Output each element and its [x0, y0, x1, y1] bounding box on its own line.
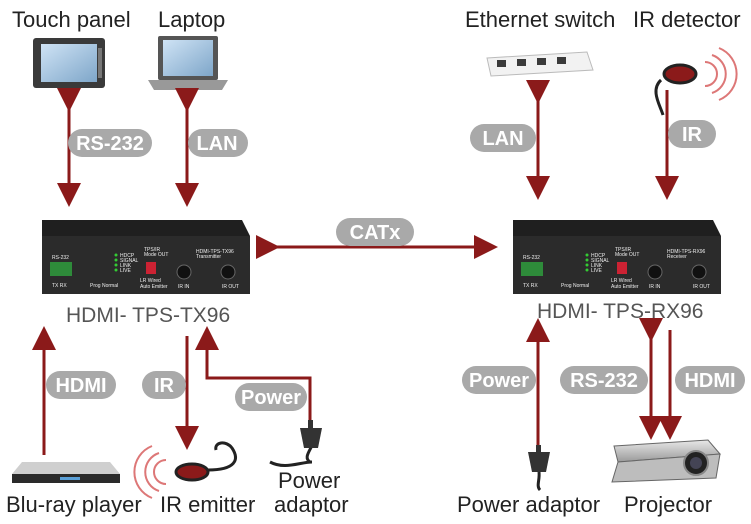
bluray-player-icon [12, 462, 120, 483]
ir-rx-tag: IR [668, 120, 716, 148]
svg-text:CATx: CATx [350, 222, 401, 244]
power-adaptor-rx-icon [528, 445, 550, 492]
power-adaptor-tx-label-line1: Power [278, 468, 340, 493]
svg-text:Receiver: Receiver [667, 254, 687, 260]
svg-text:LINK: LINK [120, 263, 132, 269]
svg-text:LR Wired: LR Wired [140, 278, 161, 284]
transmitter-label: HDMI- TPS-TX96 [66, 304, 230, 327]
svg-text:TX RX: TX RX [52, 283, 67, 289]
svg-text:Power: Power [469, 370, 529, 392]
svg-text:LAN: LAN [196, 133, 237, 155]
touch-panel-label: Touch panel [12, 7, 131, 32]
svg-text:HDCP: HDCP [591, 253, 606, 259]
projector-label: Projector [624, 492, 712, 517]
svg-text:Auto Emitter: Auto Emitter [611, 284, 639, 290]
svg-text:Mode OUT: Mode OUT [144, 252, 168, 258]
svg-text:HDMI: HDMI [55, 375, 106, 397]
power-tx-tag: Power [235, 383, 307, 411]
svg-text:IR IN: IR IN [649, 284, 661, 290]
svg-text:LR Wired: LR Wired [611, 278, 632, 284]
power-adaptor-tx-icon [269, 420, 322, 468]
svg-text:IR IN: IR IN [178, 284, 190, 290]
svg-text:LIVE: LIVE [120, 268, 132, 274]
ethernet-switch-label: Ethernet switch [465, 7, 615, 32]
ir-tx-tag: IR [142, 371, 186, 399]
svg-text:SIGNAL: SIGNAL [120, 258, 139, 264]
hdmi-rx-tag: HDMI [675, 366, 745, 394]
receiver-device: RS-232 TX RX Prog Normal HDCP SIGNAL LIN… [513, 220, 721, 294]
svg-text:HDMI-TPS-RX96: HDMI-TPS-RX96 [667, 249, 706, 255]
receiver-label: HDMI- TPS-RX96 [537, 300, 703, 323]
svg-text:IR: IR [154, 375, 175, 397]
svg-text:SIGNAL: SIGNAL [591, 258, 610, 264]
lan-rx-tag: LAN [470, 124, 536, 152]
svg-text:HDMI: HDMI [684, 370, 735, 392]
lan-tx-tag: LAN [188, 129, 248, 157]
ir-emitter-icon [133, 441, 237, 499]
svg-text:RS-232: RS-232 [76, 133, 144, 155]
svg-text:Prog: Prog [561, 283, 572, 289]
svg-text:HDMI-TPS-TX96: HDMI-TPS-TX96 [196, 249, 234, 255]
power-adaptor-rx-label: Power adaptor [457, 492, 600, 517]
svg-text:Normal: Normal [573, 283, 589, 289]
svg-text:HDCP: HDCP [120, 253, 135, 259]
svg-text:Mode OUT: Mode OUT [615, 252, 639, 258]
laptop-label: Laptop [158, 7, 225, 32]
ethernet-switch-icon [486, 51, 594, 77]
projector-icon [611, 439, 722, 483]
ir-detector-label: IR detector [633, 7, 741, 32]
svg-text:RS-232: RS-232 [570, 370, 638, 392]
catx-tag: CATx [336, 218, 414, 246]
svg-text:LAN: LAN [482, 128, 523, 150]
svg-text:RS-232: RS-232 [52, 255, 69, 261]
hdmi-tx-tag: HDMI [46, 371, 116, 399]
rs232-rx-tag: RS-232 [560, 366, 648, 394]
svg-text:TX RX: TX RX [523, 283, 538, 289]
svg-text:RS-232: RS-232 [523, 255, 540, 261]
transmitter-device: RS-232 TX RX Prog Normal HDCP SIGNAL LIN… [42, 220, 250, 294]
power-rx-tag: Power [462, 366, 536, 394]
svg-text:TPS/IR: TPS/IR [615, 247, 632, 253]
rs232-tx-tag: RS-232 [68, 129, 152, 157]
svg-text:LIVE: LIVE [591, 268, 603, 274]
svg-text:Normal: Normal [102, 283, 118, 289]
svg-text:IR OUT: IR OUT [222, 284, 239, 290]
svg-text:Auto Emitter: Auto Emitter [140, 284, 168, 290]
ir-detector-icon [654, 47, 738, 116]
bluray-label: Blu-ray player [6, 492, 142, 517]
svg-text:Power: Power [241, 387, 301, 409]
ir-emitter-label: IR emitter [160, 492, 255, 517]
touch-panel-icon [33, 38, 105, 88]
laptop-icon [148, 36, 228, 90]
svg-text:LINK: LINK [591, 263, 603, 269]
power-adaptor-tx-label-line2: adaptor [274, 492, 349, 517]
power-tx-line [195, 326, 312, 425]
svg-text:IR: IR [682, 124, 703, 146]
svg-text:TPS/IR: TPS/IR [144, 247, 161, 253]
svg-text:IR OUT: IR OUT [693, 284, 710, 290]
svg-text:Transmitter: Transmitter [196, 254, 221, 260]
svg-text:Prog: Prog [90, 283, 101, 289]
